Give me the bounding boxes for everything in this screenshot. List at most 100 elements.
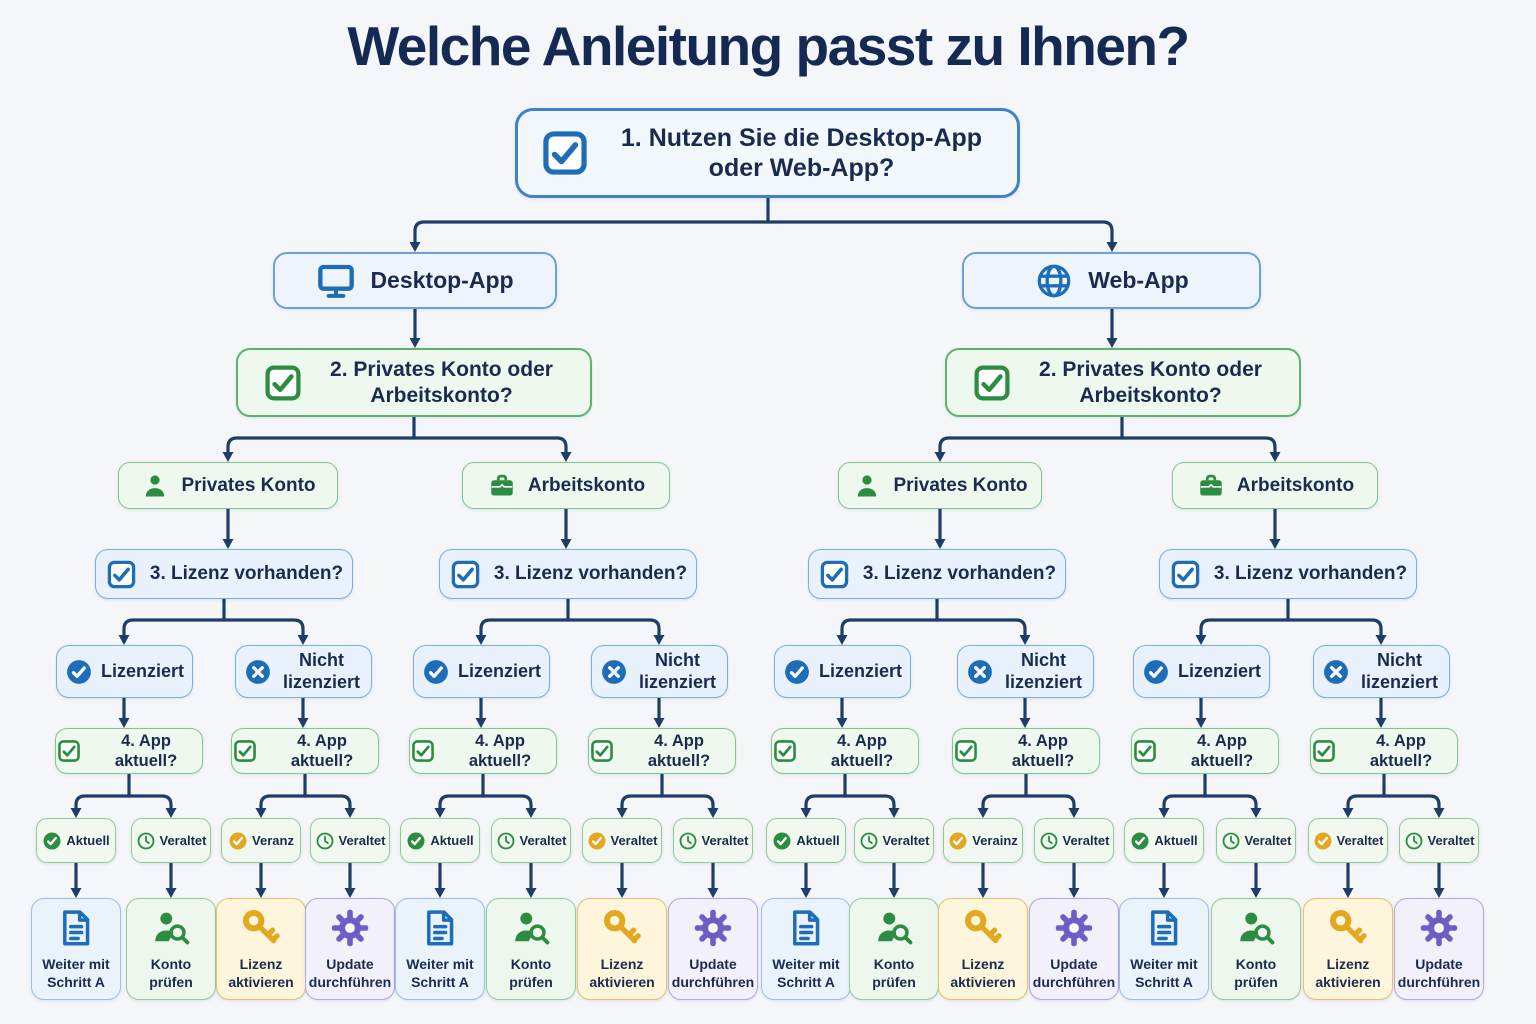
status-label: Veraltet — [1062, 832, 1110, 848]
clock-icon — [859, 831, 879, 851]
status-label: Veraltet — [338, 832, 386, 848]
question-1-node: 1. Nutzen Sie die Desktop-App oder Web-A… — [515, 108, 1020, 198]
not-licensed-node: Nicht lizenziert — [957, 645, 1094, 698]
checkbox-icon — [539, 127, 591, 179]
action-label: Lizenz aktivieren — [228, 956, 294, 990]
action-label: Update durchführen — [308, 956, 392, 990]
check-circle-icon — [228, 831, 248, 851]
action-weiter-node: Weiter mit Schritt A — [395, 898, 485, 1000]
document-icon — [1143, 907, 1185, 949]
question-4-node: 4. App aktuell? — [231, 728, 379, 774]
license-label: Lizenziert — [457, 660, 541, 681]
status-node: Aktuell — [36, 818, 116, 863]
key-icon — [962, 907, 1004, 949]
question-3-node: 3. Lizenz vorhanden? — [808, 549, 1066, 599]
question-4-label: 4. App aktuell? — [114, 731, 178, 770]
checkbox-icon — [1169, 558, 1202, 591]
status-node: Veraltet — [673, 818, 753, 863]
action-label: Lizenz aktivieren — [1315, 956, 1381, 990]
clock-icon — [315, 831, 335, 851]
status-node: Aktuell — [400, 818, 480, 863]
license-label: Nicht lizenziert — [1360, 649, 1439, 692]
question-3-label: 3. Lizenz vorhanden? — [493, 563, 688, 585]
checkbox-icon — [818, 558, 851, 591]
question-4-node: 4. App aktuell? — [771, 728, 919, 774]
checkbox-icon — [449, 558, 482, 591]
clock-icon — [678, 831, 698, 851]
action-weiter-node: Weiter mit Schritt A — [761, 898, 851, 1000]
status-label: Veranz — [252, 832, 294, 848]
action-label: Konto prüfen — [1234, 956, 1278, 990]
check-circle-icon — [783, 658, 811, 686]
globe-icon — [1034, 261, 1074, 301]
question-1-label: 1. Nutzen Sie die Desktop-App oder Web-A… — [620, 123, 983, 183]
action-update-node: Update durchführen — [1394, 898, 1484, 1000]
x-circle-icon — [1322, 658, 1350, 686]
question-4-node: 4. App aktuell? — [952, 728, 1100, 774]
status-node: Veraltet — [1216, 818, 1296, 863]
status-label: Veraltet — [882, 832, 930, 848]
status-node: Veraltet — [1399, 818, 1479, 863]
license-label: Lizenziert — [818, 660, 902, 681]
gear-icon — [692, 907, 734, 949]
question-4-label: 4. App aktuell? — [468, 731, 532, 770]
status-label: Aktuell — [430, 832, 474, 848]
check-circle-icon — [1130, 831, 1150, 851]
not-licensed-node: Nicht lizenziert — [235, 645, 372, 698]
action-label: Weiter mit Schritt A — [42, 956, 110, 990]
person-icon — [852, 471, 882, 501]
clock-icon — [496, 831, 516, 851]
status-node: Aktuell — [1124, 818, 1204, 863]
document-icon — [785, 907, 827, 949]
licensed-node: Lizenziert — [413, 645, 550, 698]
not-licensed-node: Nicht lizenziert — [591, 645, 728, 698]
action-lizenz-node: Lizenz aktivieren — [216, 898, 306, 1000]
person-search-icon — [510, 907, 552, 949]
status-label: Veraltet — [1427, 832, 1475, 848]
action-label: Konto prüfen — [872, 956, 916, 990]
action-label: Lizenz aktivieren — [589, 956, 655, 990]
document-icon — [419, 907, 461, 949]
clock-icon — [136, 831, 156, 851]
checkbox-icon — [953, 738, 979, 764]
checkbox-icon — [589, 738, 615, 764]
action-weiter-node: Weiter mit Schritt A — [1119, 898, 1209, 1000]
action-weiter-node: Weiter mit Schritt A — [31, 898, 121, 1000]
branch-web-app-node: Web-App — [962, 252, 1261, 309]
action-lizenz-node: Lizenz aktivieren — [1303, 898, 1393, 1000]
licensed-node: Lizenziert — [56, 645, 193, 698]
action-label: Update durchführen — [1397, 956, 1481, 990]
question-4-label: 4. App aktuell? — [290, 731, 354, 770]
branch-label: Desktop-App — [370, 267, 514, 294]
branch-desktop-app-node: Desktop-App — [273, 252, 557, 309]
action-lizenz-node: Lizenz aktivieren — [938, 898, 1028, 1000]
license-label: Nicht lizenziert — [1004, 649, 1083, 692]
checkbox-icon — [1311, 738, 1337, 764]
clock-icon — [1404, 831, 1424, 851]
status-node: Veraltet — [582, 818, 662, 863]
license-label: Nicht lizenziert — [638, 649, 717, 692]
clock-icon — [1221, 831, 1241, 851]
check-circle-icon — [587, 831, 607, 851]
question-4-label: 4. App aktuell? — [1190, 731, 1254, 770]
check-circle-icon — [422, 658, 450, 686]
page-title: Welche Anleitung passt zu Ihnen? — [347, 15, 1190, 77]
account-work-node: Arbeitskonto — [1172, 462, 1378, 509]
monitor-icon — [316, 261, 356, 301]
x-circle-icon — [244, 658, 272, 686]
person-search-icon — [150, 907, 192, 949]
action-konto-node: Konto prüfen — [1211, 898, 1301, 1000]
check-circle-icon — [1142, 658, 1170, 686]
check-circle-icon — [772, 831, 792, 851]
status-node: Veranz — [221, 818, 301, 863]
briefcase-icon — [487, 471, 517, 501]
not-licensed-node: Nicht lizenziert — [1313, 645, 1450, 698]
checkbox-icon — [772, 738, 798, 764]
action-update-node: Update durchführen — [668, 898, 758, 1000]
status-label: Aktuell — [796, 832, 840, 848]
status-node: Veraltet — [310, 818, 390, 863]
question-4-label: 4. App aktuell? — [1369, 731, 1433, 770]
status-node: Veraltet — [1308, 818, 1388, 863]
action-label: Weiter mit Schritt A — [406, 956, 474, 990]
question-2-label: 2. Privates Konto oder Arbeitskonto? — [330, 357, 553, 407]
